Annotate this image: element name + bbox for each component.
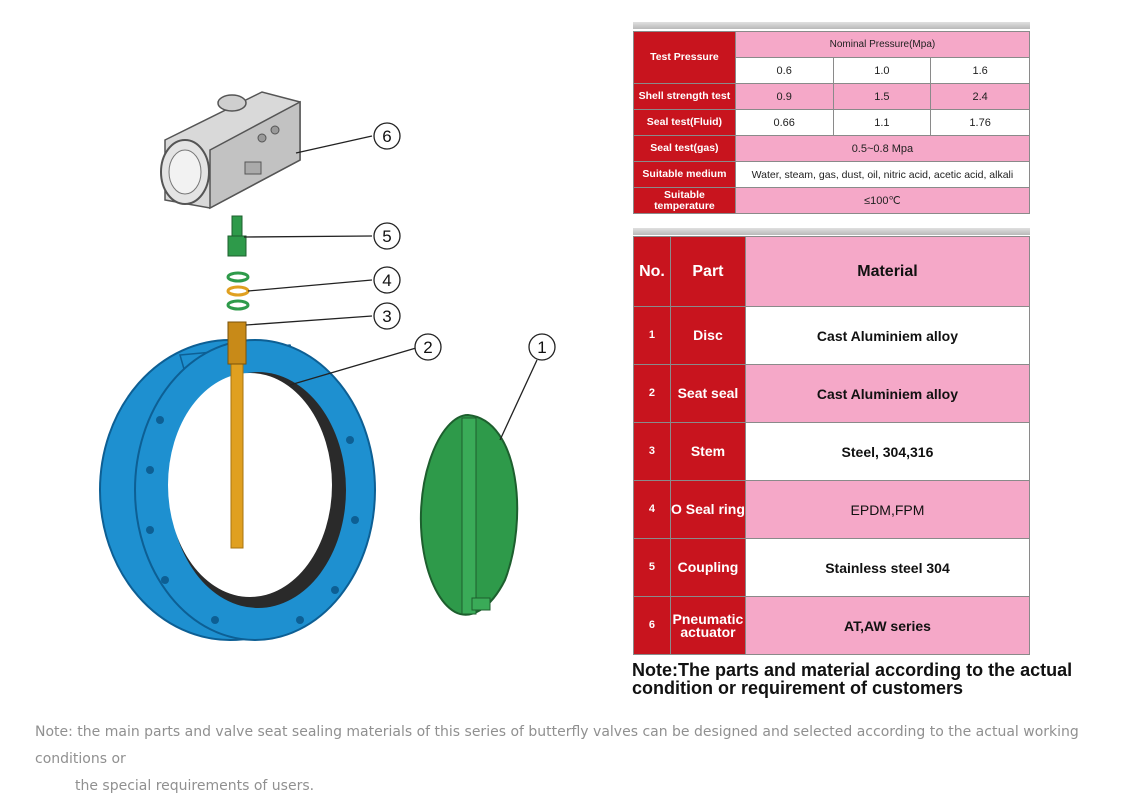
part-no: 2	[633, 364, 671, 423]
o-seal-rings-illustration	[226, 271, 250, 311]
callout-5: 5	[382, 227, 391, 246]
no-header: No.	[633, 236, 671, 307]
callout-1: 1	[537, 338, 546, 357]
seal-fluid-value: 1.1	[832, 109, 932, 136]
parts-note: Note:The parts and material according to…	[632, 660, 1073, 698]
part-name: Pneumatic actuator	[669, 596, 746, 655]
seal-gas-label: Seal test(gas)	[633, 135, 736, 162]
part-material: Steel, 304,316	[744, 422, 1031, 481]
part-no: 1	[633, 306, 671, 365]
pressure-value: 0.6	[734, 57, 834, 84]
seal-gas-value: 0.5~0.8 Mpa	[734, 135, 1031, 162]
part-no: 3	[633, 422, 671, 481]
pneumatic-actuator-illustration	[160, 91, 301, 210]
part-material: Stainless steel 304	[744, 538, 1031, 597]
medium-label: Suitable medium	[633, 161, 736, 188]
coupling-illustration	[227, 215, 247, 257]
shell-value: 2.4	[930, 83, 1030, 110]
test-pressure-table: Test Pressure Nominal Pressure(Mpa) 0.6 …	[633, 31, 1031, 214]
temperature-label: Suitable temperature	[633, 187, 736, 214]
part-material: Cast Aluminiem alloy	[744, 364, 1031, 423]
test-pressure-label: Test Pressure	[633, 31, 736, 84]
parts-material-table: No. Part Material 1 Disc Cast Aluminiem …	[633, 236, 1031, 655]
nominal-pressure-label: Nominal Pressure(Mpa)	[734, 31, 1031, 58]
temperature-value: ≤100℃	[734, 187, 1031, 214]
material-header: Material	[744, 236, 1031, 307]
seal-fluid-value: 1.76	[930, 109, 1030, 136]
valve-body-illustration	[99, 339, 376, 641]
shell-value: 1.5	[832, 83, 932, 110]
part-name: Coupling	[669, 538, 746, 597]
table-top-bar	[633, 22, 1030, 29]
part-material: AT,AW series	[744, 596, 1031, 655]
part-name: Stem	[669, 422, 746, 481]
medium-value: Water, steam, gas, dust, oil, nitric aci…	[734, 161, 1031, 188]
part-material: Cast Aluminiem alloy	[744, 306, 1031, 365]
stem-illustration	[227, 321, 247, 549]
pressure-value: 1.0	[832, 57, 932, 84]
bottom-note-line-1: Note: the main parts and valve seat seal…	[35, 724, 1079, 767]
part-name: O Seal ring	[669, 480, 746, 539]
bottom-note-line-2: the special requirements of users.	[75, 778, 315, 794]
part-material: EPDM,FPM	[744, 480, 1031, 539]
part-no: 5	[633, 538, 671, 597]
shell-value: 0.9	[734, 83, 834, 110]
disc-illustration	[419, 413, 519, 616]
callout-4: 4	[382, 271, 391, 290]
callout-2: 2	[423, 338, 432, 357]
seal-fluid-value: 0.66	[734, 109, 834, 136]
butterfly-valve-exploded-diagram: 6 5 4 3 2 1	[99, 91, 556, 641]
part-header: Part	[669, 236, 746, 307]
shell-test-label: Shell strength test	[633, 83, 736, 110]
callout-3: 3	[382, 307, 391, 326]
pressure-value: 1.6	[930, 57, 1030, 84]
table-top-bar	[633, 228, 1030, 235]
part-name: Seat seal	[669, 364, 746, 423]
part-no: 6	[633, 596, 671, 655]
seal-fluid-label: Seal test(Fluid)	[633, 109, 736, 136]
part-no: 4	[633, 480, 671, 539]
part-name: Disc	[669, 306, 746, 365]
callout-6: 6	[382, 127, 391, 146]
